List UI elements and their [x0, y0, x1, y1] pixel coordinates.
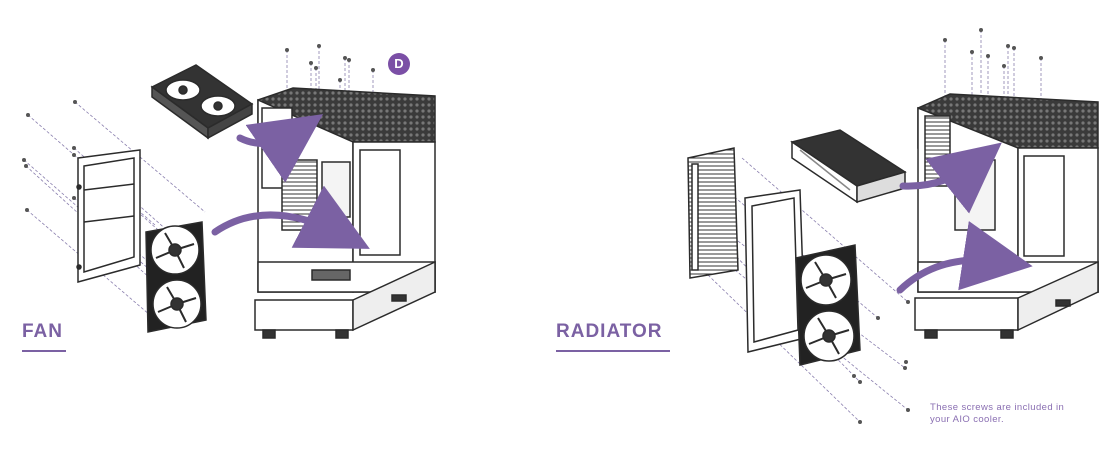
radiator-panel-illustration: [687, 28, 1099, 424]
pc-case-right: [914, 93, 1099, 339]
screws-note: These screws are included in your AIO co…: [930, 402, 1110, 426]
radiator: [687, 147, 739, 279]
install-arrows-left: [211, 114, 370, 249]
radiator-label-underline: [556, 350, 670, 352]
fan-section-label: FAN: [22, 321, 63, 342]
screws: [22, 44, 375, 212]
radiator-section-label: RADIATOR: [556, 321, 663, 342]
screws-note-line-1: These screws are included in: [930, 402, 1065, 413]
fan-label-underline: [22, 350, 66, 352]
fan-mount-bracket: [76, 149, 141, 283]
screws-right: [852, 28, 1043, 424]
top-radiator: [790, 129, 907, 204]
screws-note-line-2: your AIO cooler.: [930, 414, 1004, 425]
fan-panel-illustration: [22, 44, 436, 339]
top-fan-pair: [150, 64, 254, 140]
radiator-mount-bracket: [744, 189, 806, 353]
install-arrows-right: [896, 142, 1033, 294]
front-fan-pair: [145, 221, 207, 333]
radiator-fan-pair: [795, 244, 861, 366]
step-badge: D: [388, 53, 410, 75]
